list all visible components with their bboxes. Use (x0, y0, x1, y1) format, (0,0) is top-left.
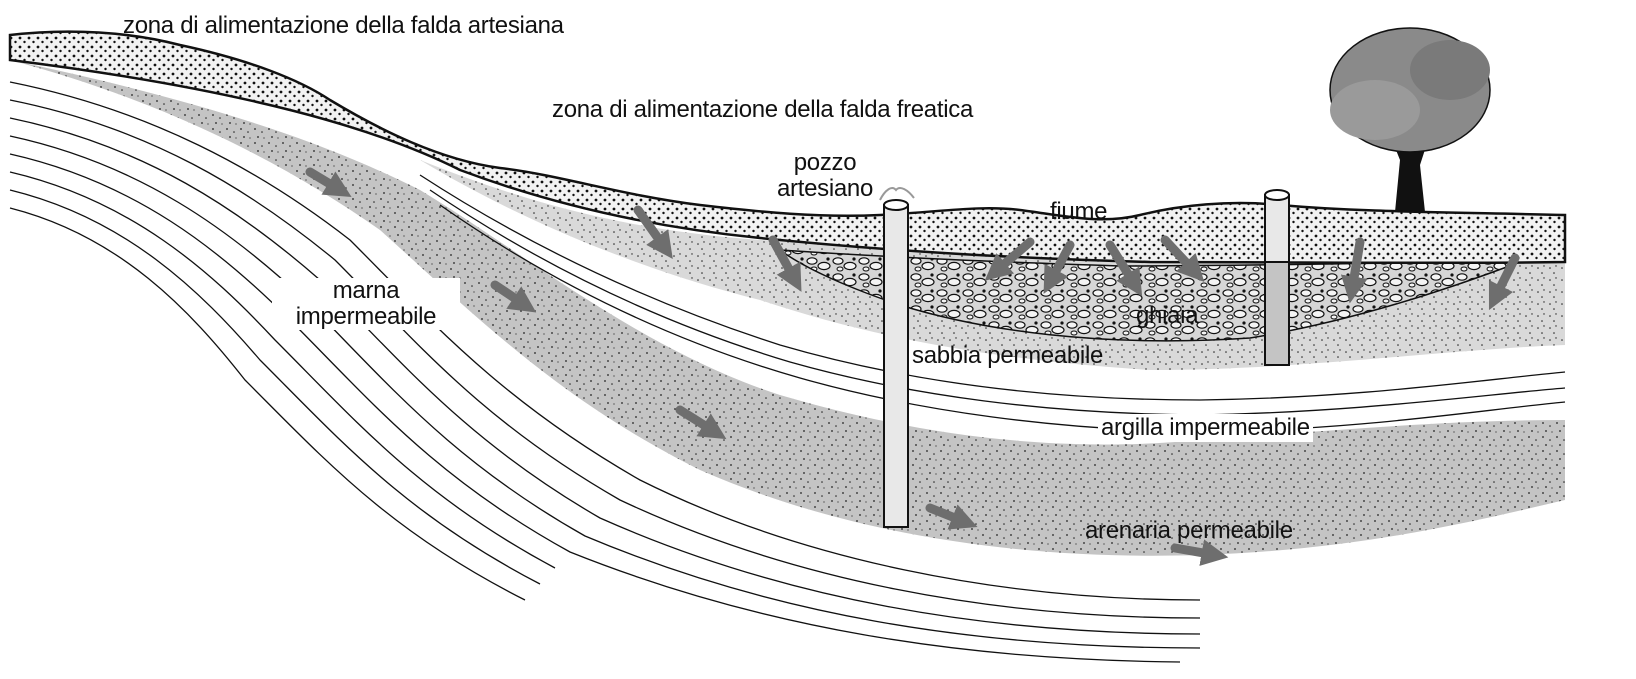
arrow-icon (633, 205, 673, 260)
label-river: fiume (1050, 198, 1108, 225)
label-phreatic-recharge-zone: zona di alimentazione della falda freati… (552, 96, 974, 123)
arrow-icon (1488, 253, 1520, 311)
arrow-icon (675, 405, 727, 440)
tree-icon (1329, 27, 1491, 212)
arrow-icon (1160, 235, 1205, 282)
label-marl: marna impermeabile (272, 278, 460, 330)
label-marl-line2: impermeabile (295, 303, 437, 330)
label-marl-line1: marna (332, 277, 400, 304)
label-permeable-sandstone: arenaria permeabile (1085, 517, 1293, 544)
label-artesian-recharge-zone: zona di alimentazione della falda artesi… (123, 12, 564, 39)
label-permeable-sand: sabbia permeabile (912, 342, 1104, 369)
artesian-well (879, 187, 915, 528)
flow-arrows (305, 167, 1520, 566)
phreatic-well (1264, 189, 1290, 366)
marl-strata (9, 81, 1201, 663)
arrow-icon (768, 235, 802, 292)
arrow-icon (490, 280, 537, 313)
surface-recharge-layer (8, 30, 1567, 265)
label-impermeable-clay: argilla impermeabile (1098, 414, 1313, 442)
label-artesian-well-line2: artesiano (776, 175, 874, 202)
arrow-icon (1170, 539, 1229, 566)
label-artesian-well: pozzo artesiano (770, 150, 880, 202)
arrow-icon (984, 237, 1035, 281)
arrow-icon (925, 503, 978, 530)
clay-strata (419, 174, 1566, 433)
arrow-icon (1043, 240, 1075, 294)
label-artesian-well-line1: pozzo (793, 149, 857, 176)
label-gravel: ghiaia (1136, 302, 1199, 329)
arrow-icon (1340, 237, 1368, 304)
gravel-lens (777, 249, 1521, 342)
sandstone-aquifer (10, 60, 1565, 556)
arrow-icon (305, 167, 352, 197)
arrow-icon (1105, 240, 1143, 297)
